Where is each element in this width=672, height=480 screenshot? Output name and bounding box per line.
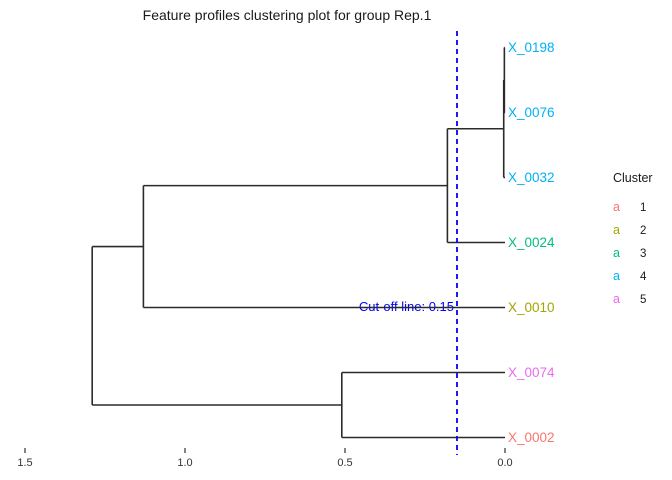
legend-key-swatch: a <box>613 246 620 260</box>
x-tick-label: 1.5 <box>17 457 33 469</box>
legend-title: Cluster <box>613 171 653 185</box>
leaf-label-x-0024: X_0024 <box>508 234 555 250</box>
legend-key-swatch: a <box>613 292 620 306</box>
leaf-label-x-0076: X_0076 <box>508 104 555 120</box>
chart-title: Feature profiles clustering plot for gro… <box>142 7 432 23</box>
legend-key-swatch: a <box>613 269 620 283</box>
x-tick-label: 0.0 <box>497 457 513 469</box>
leaf-label-x-0032: X_0032 <box>508 169 555 185</box>
legend-entry-label: 5 <box>640 294 647 306</box>
x-tick-label: 0.5 <box>337 457 353 469</box>
legend-key-swatch: a <box>613 223 620 237</box>
legend-entry-label: 2 <box>640 225 647 237</box>
leaf-label-x-0002: X_0002 <box>508 429 555 445</box>
legend-entry-label: 4 <box>640 271 647 283</box>
leaf-label-x-0198: X_0198 <box>508 39 555 55</box>
x-tick-label: 1.0 <box>177 457 193 469</box>
legend-entry-label: 3 <box>640 248 647 260</box>
leaf-label-x-0074: X_0074 <box>508 364 555 380</box>
cutoff-label: Cut-off line: 0.15 <box>358 299 454 314</box>
leaf-label-x-0010: X_0010 <box>508 299 555 315</box>
legend-key-swatch: a <box>613 200 620 214</box>
legend-entry-label: 1 <box>640 202 647 214</box>
